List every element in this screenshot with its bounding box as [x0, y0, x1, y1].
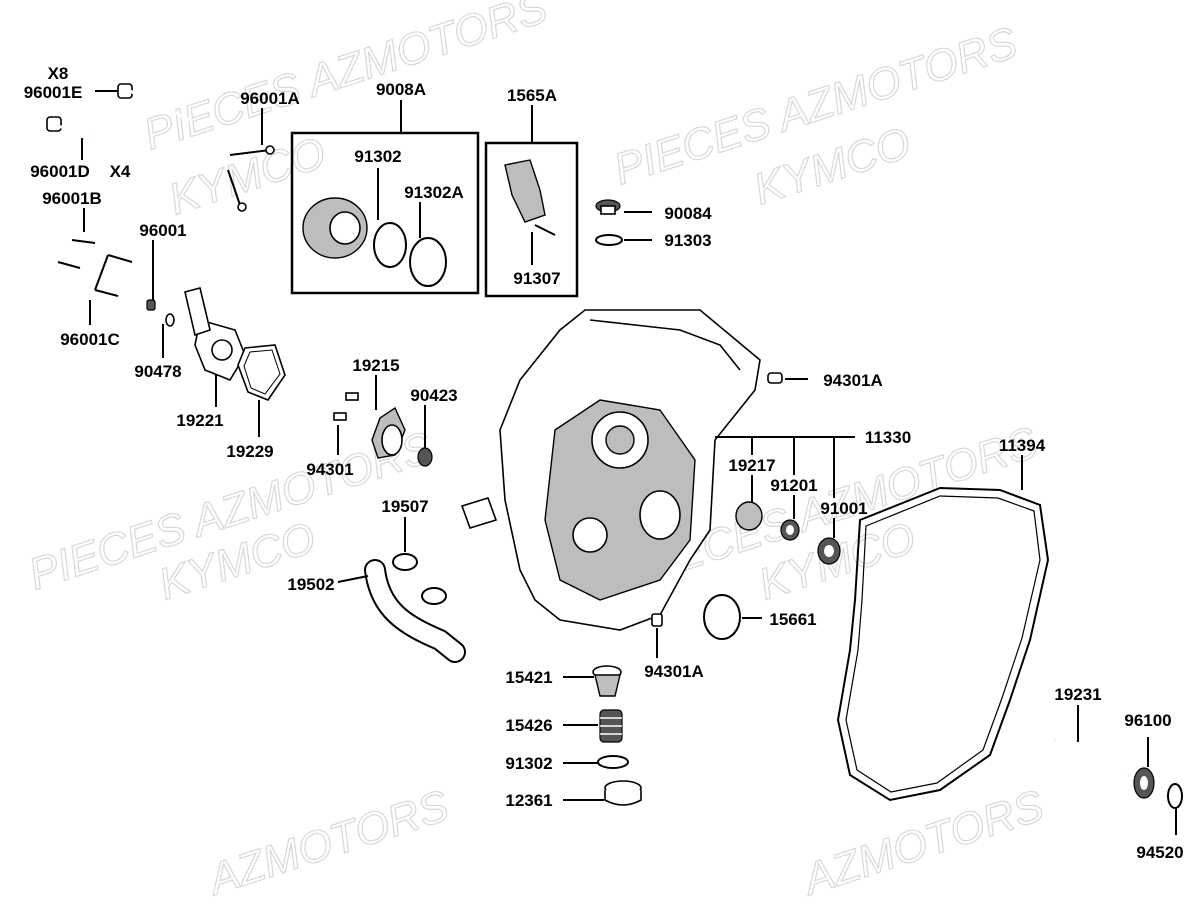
part-number-label: 1565A: [507, 86, 557, 105]
part-number-label: 96001A: [240, 89, 300, 108]
part-number-label: 15661: [769, 610, 816, 629]
bolt-96001D: [46, 116, 91, 138]
part-number-label: 11330: [865, 428, 911, 447]
part-number-label: 90084: [664, 204, 712, 223]
part-number-label: 91201: [770, 476, 817, 495]
part-number-label: 94301: [306, 460, 353, 479]
part-number-label: 96001D: [30, 162, 90, 181]
gasket-19229: [237, 344, 286, 401]
bearing-19215: [371, 406, 406, 459]
part-number-label: 19217: [728, 456, 775, 475]
hose-19502: [364, 559, 466, 663]
part-number-label: 15421: [505, 668, 552, 687]
bolts-96001B-96001C: [57, 239, 133, 297]
watermark-text: AZMOTORS: [200, 781, 454, 900]
pin-94301A-top: [767, 372, 783, 384]
part-number-label: 19215: [352, 356, 399, 375]
part-number-label: 19231: [1054, 685, 1101, 704]
part-number-label: 91303: [664, 231, 711, 250]
part-number-label: 91302: [354, 147, 401, 166]
strainer-15421: [592, 665, 622, 697]
part-number-label: 96001C: [60, 330, 120, 349]
part-number-label: 9008A: [376, 80, 426, 99]
qty-label: X4: [110, 162, 131, 181]
washer-91303: [595, 234, 623, 246]
part-number-label: 15426: [505, 716, 552, 735]
watermark-text: PIECES AZMOTORS: [138, 0, 553, 160]
part-labels: X8 96001E 96001D X4 96001A 96001B 96001 …: [24, 64, 1184, 862]
part-number-label: 19502: [287, 575, 334, 594]
watermark-text: AZMOTORS: [795, 781, 1049, 900]
shaft-19231: [1054, 738, 1129, 777]
clamps-19507: [392, 553, 447, 605]
part-number-label: 94520: [1136, 843, 1183, 862]
crankcase-cover: [499, 309, 761, 631]
kit-box-9008A: [290, 131, 480, 295]
clip-94520: [1167, 783, 1183, 809]
seal-19217: [735, 501, 763, 531]
part-number-label: 91001: [820, 499, 867, 518]
gasket-11394: [836, 486, 1050, 802]
bolts-96001A: [227, 145, 275, 212]
part-number-label: 96001B: [42, 189, 102, 208]
part-number-label: 12361: [505, 791, 552, 810]
qty-label: X8: [48, 64, 69, 83]
pin-94301A-bottom: [651, 613, 663, 627]
bearing-91001: [817, 537, 841, 565]
part-number-label: 94301A: [823, 371, 883, 390]
part-number-label: 11394: [999, 436, 1046, 455]
part-number-label: 96001: [139, 221, 186, 240]
part-number-label: 91302A: [404, 183, 464, 202]
part-number-label: 19221: [176, 411, 223, 430]
part-number-label: 19229: [226, 442, 273, 461]
oring-15661: [703, 594, 741, 640]
part-number-label: 91302: [505, 754, 552, 773]
part-number-label: 19507: [381, 497, 428, 516]
drain-plug-12361: [604, 780, 642, 806]
leader-lines: [81, 90, 1177, 835]
part-number-label: 91307: [513, 269, 560, 288]
bearing-96100: [1133, 767, 1155, 799]
part-number-label: 96001E: [24, 83, 83, 102]
screw-96001: [146, 299, 175, 327]
seal-90423: [417, 447, 433, 467]
spring-15426: [599, 709, 623, 743]
tube-part: [460, 497, 498, 529]
pump-cover-19221: [184, 287, 246, 381]
pin-94301: [333, 392, 359, 421]
part-number-label: 96100: [1124, 711, 1171, 730]
seal-91201: [780, 519, 800, 541]
oring-91302-bottom: [597, 755, 629, 769]
part-number-label: 90478: [134, 362, 181, 381]
bolt-96001E: [117, 83, 191, 122]
part-number-label: 94301A: [644, 662, 704, 681]
part-number-label: 90423: [410, 386, 457, 405]
plug-90084: [595, 199, 621, 215]
